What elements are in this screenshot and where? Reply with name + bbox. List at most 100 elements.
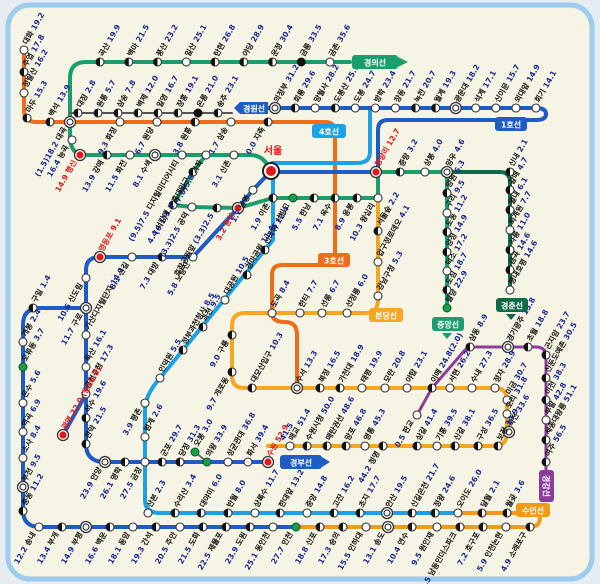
station-marker[interactable] [531,103,541,113]
station-marker[interactable] [178,345,188,355]
station-marker[interactable] [338,522,348,532]
station-marker[interactable] [260,245,270,255]
station-marker[interactable] [187,202,197,212]
station-marker[interactable] [79,520,93,534]
station-marker[interactable] [152,117,162,127]
badge-gyeongbu[interactable]: 경부선 [280,455,330,469]
station-marker[interactable] [102,150,112,160]
station-marker[interactable] [378,441,388,451]
station-marker[interactable] [239,57,249,67]
station-marker[interactable] [330,193,340,203]
station-marker[interactable] [19,88,29,98]
station-marker[interactable] [268,193,278,203]
station-marker[interactable] [477,508,487,518]
station-marker[interactable] [501,340,515,354]
badge-line3[interactable]: 3호선 [318,253,350,267]
station-marker[interactable] [523,342,533,352]
station-marker[interactable] [493,441,503,451]
station-marker[interactable] [502,508,512,518]
station-marker[interactable] [427,383,437,393]
station-marker[interactable] [431,103,441,113]
station-marker[interactable] [380,506,394,520]
station-marker[interactable] [157,457,167,467]
station-marker[interactable] [28,303,38,313]
station-marker[interactable] [202,457,212,467]
station-marker[interactable] [325,57,335,67]
station-marker[interactable] [430,508,440,518]
badge-gyeongui[interactable]: 경의선 [352,55,408,69]
badge-line1[interactable]: 1호선 [495,117,527,131]
station-marker[interactable] [148,148,162,162]
station-marker[interactable] [432,441,442,451]
station-marker[interactable] [220,295,230,305]
station-marker[interactable] [302,508,312,518]
station-marker[interactable] [502,395,512,405]
station-marker[interactable] [63,115,77,129]
station-marker[interactable] [285,441,295,451]
badge-gyeongchun[interactable]: 경춘선 [496,298,528,320]
station-marker[interactable] [322,441,332,451]
station-marker[interactable] [73,148,87,162]
station-marker[interactable] [395,167,405,177]
station-marker[interactable] [275,508,285,518]
station-marker[interactable] [373,226,383,236]
station-marker[interactable] [226,117,236,127]
badge-jungang[interactable]: 중앙선 [432,317,464,339]
station-marker[interactable] [361,522,371,532]
station-marker[interactable] [268,101,282,115]
station-marker[interactable] [288,193,298,203]
station-marker[interactable] [190,117,200,127]
station-marker[interactable] [442,188,452,198]
station-marker[interactable] [350,103,360,113]
station-marker[interactable] [113,108,123,118]
station-marker[interactable] [407,522,417,532]
station-marker[interactable] [175,457,185,467]
station-marker[interactable] [352,193,362,203]
station-marker[interactable] [124,57,134,67]
station-marker[interactable] [541,350,551,360]
station-marker[interactable] [261,455,275,469]
station-marker[interactable] [267,308,277,318]
station-marker[interactable] [290,381,304,395]
station-marker[interactable] [381,520,395,534]
station-marker[interactable] [315,522,325,532]
station-marker[interactable] [81,330,91,340]
station-marker[interactable] [407,508,417,518]
station-marker[interactable] [79,301,93,315]
station-marker[interactable] [380,383,390,393]
station-marker[interactable] [248,185,258,195]
station-marker[interactable] [501,522,511,532]
station-marker[interactable] [98,455,112,469]
station-marker[interactable] [432,522,442,532]
station-marker[interactable] [541,373,551,383]
station-marker[interactable] [56,428,70,442]
station-marker[interactable] [490,383,500,393]
station-marker[interactable] [57,522,67,532]
station-marker[interactable] [155,373,165,383]
station-marker[interactable] [81,273,91,283]
badge-line4[interactable]: 4호선 [312,124,346,138]
station-marker[interactable] [505,225,515,235]
station-marker[interactable] [231,201,245,215]
station-marker[interactable] [22,113,32,123]
station-marker[interactable] [473,441,483,451]
station-marker[interactable] [227,367,237,377]
station-marker[interactable] [105,522,115,532]
station-marker[interactable] [168,200,178,210]
station-marker[interactable] [329,508,339,518]
station-marker[interactable] [127,252,137,262]
station-marker[interactable] [151,522,161,532]
station-marker[interactable] [73,108,83,118]
station-marker[interactable] [541,415,551,425]
station-marker[interactable] [525,522,535,532]
station-marker[interactable] [19,45,29,55]
station-marker[interactable] [442,247,452,257]
station-marker[interactable] [412,410,422,420]
station-marker[interactable] [193,108,203,118]
station-marker[interactable] [505,167,515,177]
station-marker[interactable] [115,117,125,127]
station-marker[interactable] [290,103,300,113]
station-marker[interactable] [210,57,220,67]
station-marker[interactable] [95,57,105,67]
station-marker[interactable] [153,108,163,118]
